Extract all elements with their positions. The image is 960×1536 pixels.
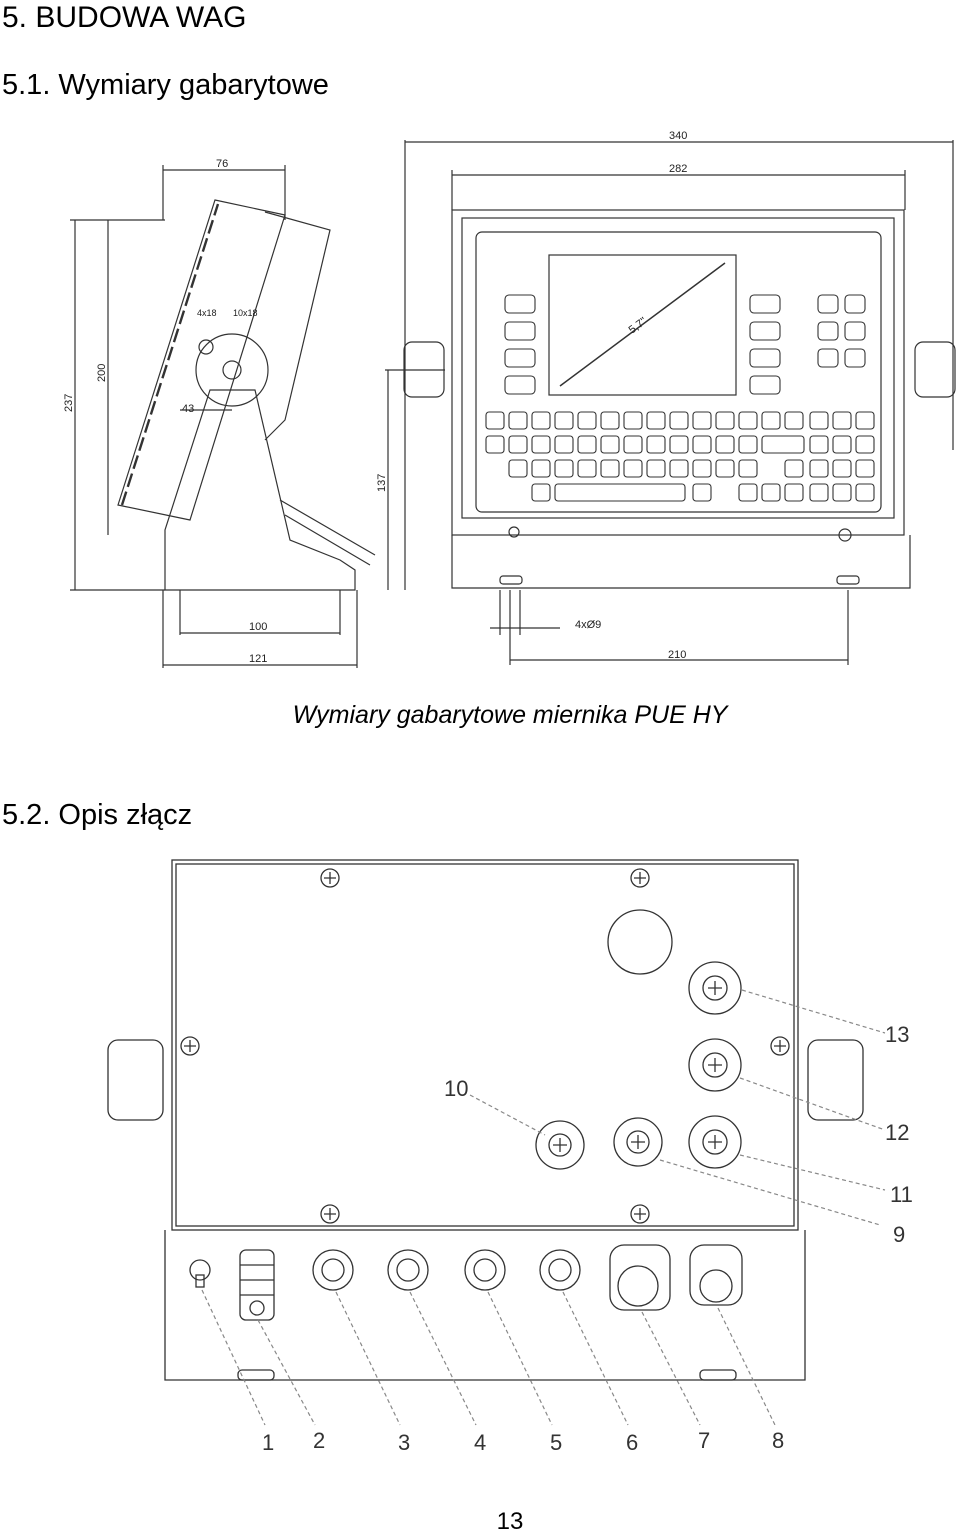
dim-screw: 4x18: [197, 308, 217, 318]
callout-2: 2: [313, 1428, 325, 1453]
dim-100: 100: [249, 621, 267, 633]
dim-137: 137: [376, 474, 388, 492]
callout-6: 6: [626, 1430, 638, 1455]
callout-12: 12: [885, 1120, 909, 1145]
dim-282: 282: [669, 163, 687, 175]
connector-6: [539, 1249, 581, 1291]
dim-76: 76: [216, 158, 228, 170]
callout-13: 13: [885, 1022, 909, 1047]
callout-7: 7: [698, 1428, 710, 1453]
dim-holes: 4xØ9: [575, 619, 601, 631]
page-number: 13: [496, 1508, 524, 1535]
front-view: [385, 140, 956, 665]
gland-8: [689, 1244, 743, 1306]
callout-5: 5: [550, 1430, 562, 1455]
connector-5: [464, 1249, 506, 1291]
switch-1: [189, 1259, 211, 1288]
dim-340: 340: [669, 130, 687, 142]
callout-1: 1: [262, 1430, 274, 1455]
subsection-title-connectors: 5.2. Opis złącz: [2, 799, 193, 831]
callout-9: 9: [893, 1222, 905, 1247]
figure-caption: Wymiary gabarytowe miernika PUE HY: [292, 701, 728, 729]
cable-gland-2: [239, 1249, 275, 1321]
connectors-drawing: 1 2 3 4 5 6 7 8 9 10 11 12 13: [107, 859, 913, 1455]
dim-210: 210: [668, 649, 686, 661]
gland-13: [688, 961, 742, 1015]
dim-43: 43: [182, 403, 194, 415]
dimensions-drawing: 340 282 76 237 200 137 43 100 121 210 4x…: [63, 130, 956, 668]
subsection-title-dimensions: 5.1. Wymiary gabarytowe: [2, 69, 329, 101]
gland-9: [613, 1117, 663, 1167]
callout-3: 3: [398, 1430, 410, 1455]
callout-11: 11: [890, 1182, 913, 1207]
callout-4: 4: [474, 1430, 486, 1455]
dim-121: 121: [249, 653, 267, 665]
dim-screw2: 10x18: [233, 308, 258, 318]
gland-11: [688, 1115, 742, 1169]
gland-12: [688, 1038, 742, 1092]
connector-3: [312, 1249, 354, 1291]
front-keypad: [485, 294, 875, 502]
section-title: 5. BUDOWA WAG: [2, 1, 247, 34]
callout-8: 8: [772, 1428, 784, 1453]
side-view: [70, 165, 376, 668]
connector-4: [387, 1249, 429, 1291]
dim-237: 237: [63, 394, 75, 412]
gland-7: [609, 1244, 671, 1311]
dim-200: 200: [96, 364, 108, 382]
callout-10: 10: [444, 1076, 468, 1101]
gland-10: [535, 1120, 585, 1170]
